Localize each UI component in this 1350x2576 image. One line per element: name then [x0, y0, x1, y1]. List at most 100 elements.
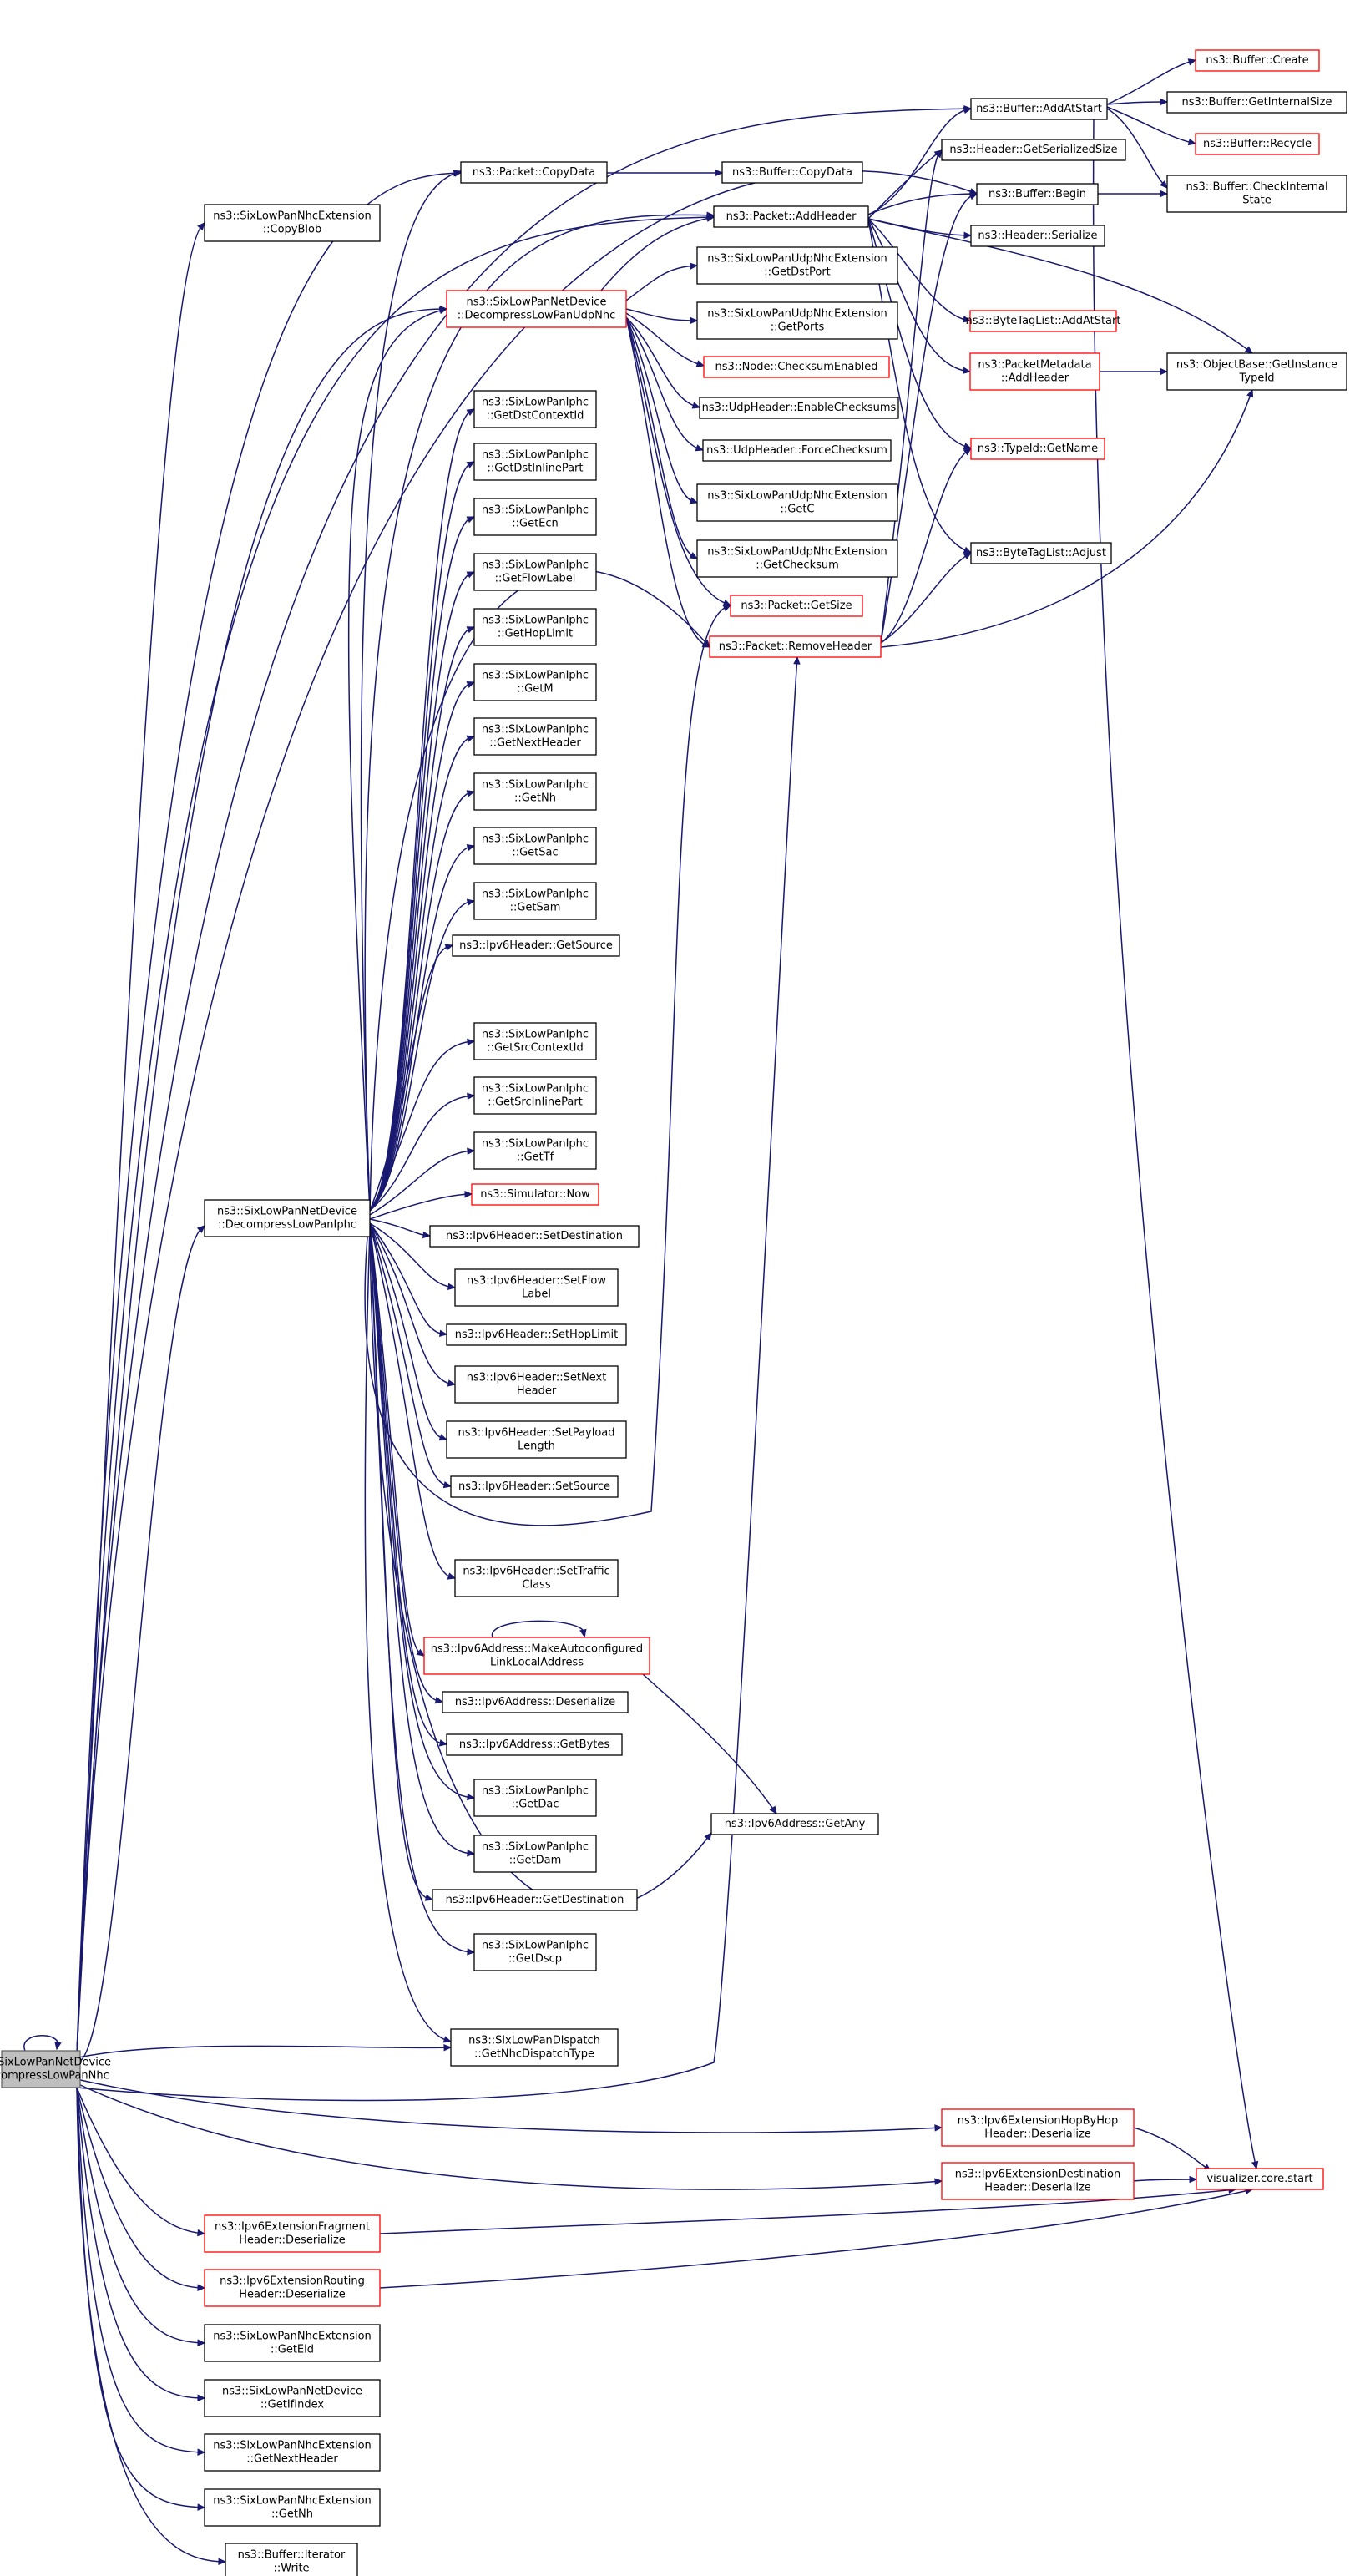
arrow-head — [466, 516, 476, 524]
call-edge — [880, 388, 1254, 648]
node-getNextHeader[interactable]: ns3::SixLowPanIphc::GetNextHeader — [473, 717, 597, 756]
node-label: ns3::SixLowPanIphc — [482, 615, 589, 627]
node-nhcGetNextHeader[interactable]: ns3::SixLowPanNhcExtension::GetNextHeade… — [204, 2433, 381, 2472]
arrow-head — [447, 1379, 457, 1387]
node-forceChecksum[interactable]: ns3::UdpHeader::ForceChecksum — [702, 439, 892, 462]
node-addHeader[interactable]: ns3::Packet::AddHeader — [713, 205, 869, 228]
call-edge — [1097, 190, 1169, 198]
node-getSac[interactable]: ns3::SixLowPanIphc::GetSac — [473, 827, 597, 865]
node-destDeser[interactable]: ns3::Ipv6ExtensionDestinationHeader::Des… — [941, 2162, 1135, 2200]
node-getDscp[interactable]: ns3::SixLowPanIphc::GetDscp — [473, 1933, 597, 1971]
node-udpGetPorts[interactable]: ns3::SixLowPanUdpNhcExtension::GetPorts — [696, 301, 898, 340]
node-nhcGetNh[interactable]: ns3::SixLowPanNhcExtension::GetNh — [204, 2488, 381, 2527]
node-makeAutoLL[interactable]: ns3::Ipv6Address::MakeAutoconfiguredLink… — [423, 1637, 650, 1675]
node-setDestination[interactable]: ns3::Ipv6Header::SetDestination — [429, 1225, 640, 1248]
arrow-head — [579, 1628, 587, 1638]
node-removeHeader[interactable]: ns3::Packet::RemoveHeader — [709, 635, 882, 658]
node-addrDeserialize[interactable]: ns3::Ipv6Address::Deserialize — [442, 1691, 629, 1713]
node-label: ns3::Buffer::Iterator — [238, 2549, 346, 2562]
node-getFlowLabel[interactable]: ns3::SixLowPanIphc::GetFlowLabel — [473, 553, 597, 591]
node-pktGetSize[interactable]: ns3::Packet::GetSize — [730, 595, 863, 617]
node-copyDataPkt[interactable]: ns3::Packet::CopyData — [460, 161, 608, 184]
node-copyBlob[interactable]: ns3::SixLowPanNhcExtension::CopyBlob — [204, 204, 381, 242]
node-udpGetDstPort[interactable]: ns3::SixLowPanUdpNhcExtension::GetDstPor… — [696, 246, 898, 285]
call-edge — [369, 1092, 476, 1212]
node-getSrcContextId[interactable]: ns3::SixLowPanIphc::GetSrcContextId — [473, 1022, 597, 1060]
node-decompIphc[interactable]: ns3::SixLowPanNetDevice::DecompressLowPa… — [204, 1199, 371, 1237]
node-getSerSize[interactable]: ns3::Header::GetSerializedSize — [941, 139, 1126, 161]
node-box — [225, 2543, 358, 2576]
node-label: ::DecompressLowPanIphc — [218, 1219, 356, 1232]
node-routingDeser[interactable]: ns3::Ipv6ExtensionRoutingHeader::Deseria… — [204, 2269, 381, 2307]
node-checksumEnabled[interactable]: ns3::Node::ChecksumEnabled — [703, 356, 890, 378]
node-box — [446, 1733, 623, 1756]
node-getSam[interactable]: ns3::SixLowPanIphc::GetSam — [473, 882, 597, 920]
node-udpGetC[interactable]: ns3::SixLowPanUdpNhcExtension::GetC — [696, 483, 898, 522]
arrow-head — [934, 149, 943, 159]
call-edge — [76, 2087, 206, 2346]
node-getInternalSize[interactable]: ns3::Buffer::GetInternalSize — [1166, 91, 1347, 114]
node-bufRecycle[interactable]: ns3::Buffer::Recycle — [1195, 133, 1320, 155]
node-ipv6GetSource[interactable]: ns3::Ipv6Header::GetSource — [452, 934, 620, 957]
node-label: LinkLocalAddress — [490, 1657, 584, 1669]
node-label: Header::Deserialize — [239, 2234, 346, 2247]
node-getEcn[interactable]: ns3::SixLowPanIphc::GetEcn — [473, 498, 597, 536]
node-nhcGetEid[interactable]: ns3::SixLowPanNhcExtension::GetEid — [204, 2324, 381, 2362]
node-setHopLimit[interactable]: ns3::Ipv6Header::SetHopLimit — [446, 1323, 627, 1346]
node-getDac[interactable]: ns3::SixLowPanIphc::GetDac — [473, 1779, 597, 1817]
node-getM[interactable]: ns3::SixLowPanIphc::GetM — [473, 663, 597, 701]
node-byteTagAdd[interactable]: ns3::ByteTagList::AddAtStart — [966, 310, 1121, 332]
node-label: Header::Deserialize — [984, 2128, 1091, 2141]
node-pktMetaAdd[interactable]: ns3::PacketMetadata::AddHeader — [969, 352, 1100, 391]
call-edge — [76, 2087, 206, 2291]
node-hopByHopDeser[interactable]: ns3::Ipv6ExtensionHopByHopHeader::Deseri… — [941, 2108, 1135, 2147]
node-box — [473, 390, 597, 428]
node-getNhIphc[interactable]: ns3::SixLowPanIphc::GetNh — [473, 772, 597, 811]
arrow-head — [769, 1805, 777, 1815]
node-root[interactable]: ns3::SixLowPanNetDevice::DecompressLowPa… — [0, 2050, 111, 2088]
arrow-head — [467, 1147, 476, 1156]
node-bufBegin[interactable]: ns3::Buffer::Begin — [976, 183, 1099, 205]
node-getIfIndex[interactable]: ns3::SixLowPanNetDevice::GetIfIndex — [204, 2379, 381, 2417]
node-typeIdName[interactable]: ns3::TypeId::GetName — [970, 438, 1105, 460]
node-getSrcInlinePart[interactable]: ns3::SixLowPanIphc::GetSrcInlinePart — [473, 1076, 597, 1115]
arrow-head — [689, 497, 699, 504]
node-byteTagAdjust[interactable]: ns3::ByteTagList::Adjust — [970, 542, 1112, 564]
node-box — [204, 2214, 381, 2253]
node-getNhcDispatch[interactable]: ns3::SixLowPanDispatch::GetNhcDispatchTy… — [450, 2028, 619, 2067]
node-vizStart[interactable]: visualizer.core.start — [1196, 2168, 1324, 2190]
node-getDstInlinePart[interactable]: ns3::SixLowPanIphc::GetDstInlinePart — [473, 443, 597, 481]
call-edge — [369, 1222, 457, 1387]
node-label: ns3::SixLowPanNhcExtension — [213, 2331, 372, 2343]
node-udpGetChecksum[interactable]: ns3::SixLowPanUdpNhcExtension::GetChecks… — [696, 539, 898, 578]
node-getHopLimit[interactable]: ns3::SixLowPanIphc::GetHopLimit — [473, 608, 597, 646]
node-addAtStart[interactable]: ns3::Buffer::AddAtStart — [970, 98, 1108, 120]
node-hdrSerialize[interactable]: ns3::Header::Serialize — [970, 225, 1105, 247]
node-getDstContextId[interactable]: ns3::SixLowPanIphc::GetDstContextId — [473, 390, 597, 428]
node-addrGetBytes[interactable]: ns3::Ipv6Address::GetBytes — [446, 1733, 623, 1756]
call-edge — [369, 1222, 476, 1857]
node-simNow[interactable]: ns3::Simulator::Now — [471, 1183, 599, 1206]
node-fragDeser[interactable]: ns3::Ipv6ExtensionFragmentHeader::Deseri… — [204, 2214, 381, 2253]
node-getTf[interactable]: ns3::SixLowPanIphc::GetTf — [473, 1131, 597, 1170]
node-box — [721, 161, 863, 184]
node-setSource[interactable]: ns3::Ipv6Header::SetSource — [450, 1475, 619, 1498]
node-ipv6GetDestination[interactable]: ns3::Ipv6Header::GetDestination — [432, 1889, 638, 1911]
node-label: ::GetDstPort — [764, 266, 831, 279]
node-getDam[interactable]: ns3::SixLowPanIphc::GetDam — [473, 1835, 597, 1873]
call-edge — [76, 2087, 206, 2456]
node-iterWrite[interactable]: ns3::Buffer::Iterator::Write — [225, 2543, 358, 2576]
node-copyDataBuf[interactable]: ns3::Buffer::CopyData — [721, 161, 863, 184]
node-label: ns3::TypeId::GetName — [978, 443, 1098, 455]
node-decompUdp[interactable]: ns3::SixLowPanNetDevice::DecompressLowPa… — [446, 290, 627, 328]
node-bufCreate[interactable]: ns3::Buffer::Create — [1195, 49, 1320, 72]
node-addrGetAny[interactable]: ns3::Ipv6Address::GetAny — [710, 1813, 879, 1835]
call-edge — [76, 1225, 205, 2063]
node-enableChecksums[interactable]: ns3::UdpHeader::EnableChecksums — [699, 397, 899, 419]
